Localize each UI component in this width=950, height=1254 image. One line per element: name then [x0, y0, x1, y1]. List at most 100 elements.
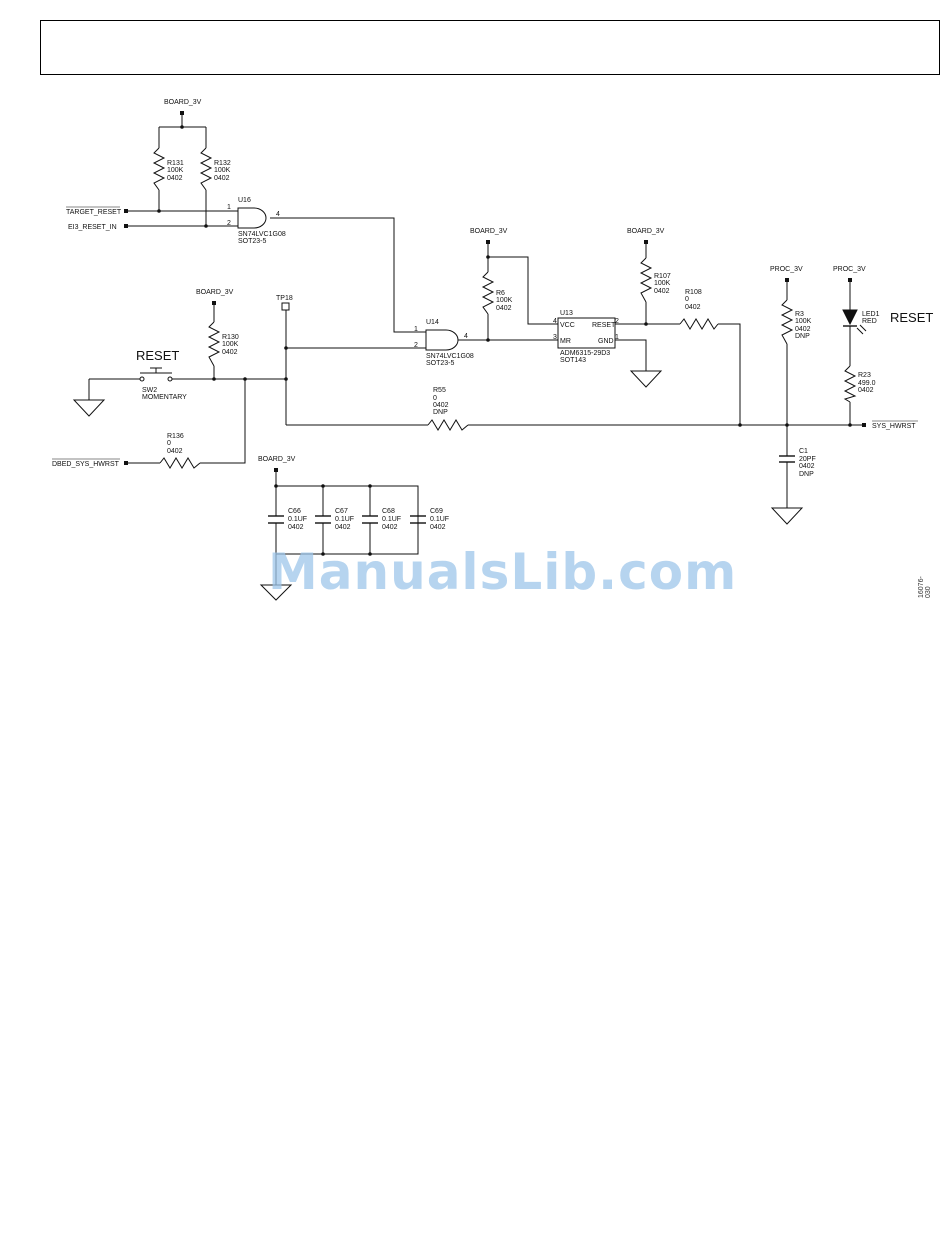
svg-text:100K: 100K [496, 297, 513, 304]
board-3v-flag-r130: BOARD_3V [196, 289, 234, 305]
svg-text:100K: 100K [214, 167, 231, 174]
svg-text:0402: 0402 [222, 349, 238, 356]
resistor-r55: R55 0 0402 DNP [427, 387, 469, 431]
svg-text:DNP: DNP [799, 471, 814, 478]
svg-text:LED1: LED1 [862, 311, 880, 318]
board-3v-flag-r107: BOARD_3V [627, 228, 665, 244]
svg-text:R130: R130 [222, 334, 239, 341]
svg-text:BOARD_3V: BOARD_3V [164, 99, 202, 106]
svg-text:100K: 100K [222, 341, 239, 348]
svg-text:RESET: RESET [136, 348, 179, 363]
board-3v-flag-caps: BOARD_3V [258, 456, 296, 472]
svg-text:R136: R136 [167, 433, 184, 440]
svg-text:SOT23-5: SOT23-5 [238, 238, 267, 245]
proc-3v-flag-led: PROC_3V [833, 266, 866, 282]
svg-text:RESET: RESET [592, 322, 616, 329]
svg-text:PROC_3V: PROC_3V [770, 266, 803, 273]
svg-text:BOARD_3V: BOARD_3V [627, 228, 665, 235]
board-3v-flag-r6: BOARD_3V [470, 228, 508, 244]
svg-text:EI3_RESET_IN: EI3_RESET_IN [68, 224, 117, 231]
svg-text:SW2: SW2 [142, 387, 157, 394]
svg-text:0402: 0402 [167, 448, 183, 455]
svg-text:0402: 0402 [167, 175, 183, 182]
svg-text:0402: 0402 [795, 326, 811, 333]
ground-symbol-u13 [629, 370, 663, 388]
svg-text:U14: U14 [426, 319, 439, 326]
svg-text:R23: R23 [858, 372, 871, 379]
svg-text:1: 1 [615, 334, 619, 341]
svg-text:C1: C1 [799, 448, 808, 455]
svg-text:0402: 0402 [430, 524, 446, 531]
svg-text:R3: R3 [795, 311, 804, 318]
watermark: ManualsLib.com [268, 543, 738, 601]
svg-text:0402: 0402 [214, 175, 230, 182]
svg-text:R107: R107 [654, 273, 671, 280]
svg-text:0402: 0402 [382, 524, 398, 531]
svg-text:0402: 0402 [685, 304, 701, 311]
svg-text:DBED_SYS_HWRST: DBED_SYS_HWRST [52, 461, 120, 468]
svg-text:SOT143: SOT143 [560, 357, 586, 364]
switch-sw2: RESET SW2 MOMENTARY [136, 348, 187, 401]
svg-text:0402: 0402 [858, 387, 874, 394]
svg-text:4: 4 [464, 333, 468, 340]
svg-text:0402: 0402 [433, 402, 449, 409]
resistor-r132: R132 100K 0402 [199, 147, 231, 191]
svg-text:RED: RED [862, 318, 877, 325]
svg-text:100K: 100K [654, 280, 671, 287]
gate-u16: U16 1 2 4 SN74LVC1G08 SOT23-5 [227, 197, 286, 245]
svg-text:1: 1 [414, 326, 418, 333]
resistor-r107: R107 100K 0402 [639, 257, 671, 303]
svg-text:1: 1 [227, 204, 231, 211]
svg-text:0402: 0402 [496, 305, 512, 312]
svg-text:2: 2 [414, 342, 418, 349]
svg-text:0: 0 [167, 440, 171, 447]
svg-text:2: 2 [615, 318, 619, 325]
svg-text:100K: 100K [167, 167, 184, 174]
svg-text:0402: 0402 [288, 524, 304, 531]
svg-text:0402: 0402 [335, 524, 351, 531]
svg-text:SYS_HWRST: SYS_HWRST [872, 423, 916, 430]
svg-text:0.1UF: 0.1UF [430, 516, 449, 523]
header-box [40, 20, 940, 75]
svg-text:0.1UF: 0.1UF [382, 516, 401, 523]
svg-text:BOARD_3V: BOARD_3V [196, 289, 234, 296]
svg-text:SN74LVC1G08: SN74LVC1G08 [426, 353, 474, 360]
svg-text:BOARD_3V: BOARD_3V [258, 456, 296, 463]
resistor-r6: R6 100K 0402 [481, 271, 513, 315]
svg-text:0: 0 [685, 296, 689, 303]
net-sys-hwrst: SYS_HWRST [862, 420, 918, 430]
svg-text:DNP: DNP [433, 409, 448, 416]
resistor-r23: R23 499.0 0402 [843, 365, 876, 403]
capacitor-c68: C68 0.1UF 0402 [362, 508, 401, 531]
svg-text:R108: R108 [685, 289, 702, 296]
svg-text:3: 3 [553, 334, 557, 341]
svg-text:MR: MR [560, 338, 571, 345]
svg-text:U16: U16 [238, 197, 251, 204]
svg-text:SOT23-5: SOT23-5 [426, 360, 455, 367]
supervisor-u13: U13 VCC MR RESET GND 4 3 2 1 ADM6315-29D… [553, 310, 619, 364]
svg-text:C68: C68 [382, 508, 395, 515]
svg-text:2: 2 [227, 220, 231, 227]
svg-text:0.1UF: 0.1UF [288, 516, 307, 523]
resistor-r136: R136 0 0402 [159, 433, 201, 469]
wires [88, 115, 866, 585]
ground-symbol-switch [72, 399, 106, 417]
svg-text:R132: R132 [214, 160, 231, 167]
svg-text:4: 4 [276, 211, 280, 218]
resistor-r108: R108 0 0402 [679, 289, 719, 330]
testpoint-tp18: TP18 [276, 295, 293, 311]
led1: LED1 RED [842, 309, 880, 335]
svg-text:R55: R55 [433, 387, 446, 394]
svg-text:R131: R131 [167, 160, 184, 167]
led-reset-label: RESET [890, 310, 933, 325]
resistor-r130: R130 100K 0402 [207, 321, 239, 367]
svg-text:0402: 0402 [654, 288, 670, 295]
proc-3v-flag-r3: PROC_3V [770, 266, 803, 282]
svg-text:VCC: VCC [560, 322, 575, 329]
resistor-r131: R131 100K 0402 [152, 147, 184, 191]
svg-text:C69: C69 [430, 508, 443, 515]
svg-text:BOARD_3V: BOARD_3V [470, 228, 508, 235]
svg-text:SN74LVC1G08: SN74LVC1G08 [238, 231, 286, 238]
svg-text:0402: 0402 [799, 463, 815, 470]
